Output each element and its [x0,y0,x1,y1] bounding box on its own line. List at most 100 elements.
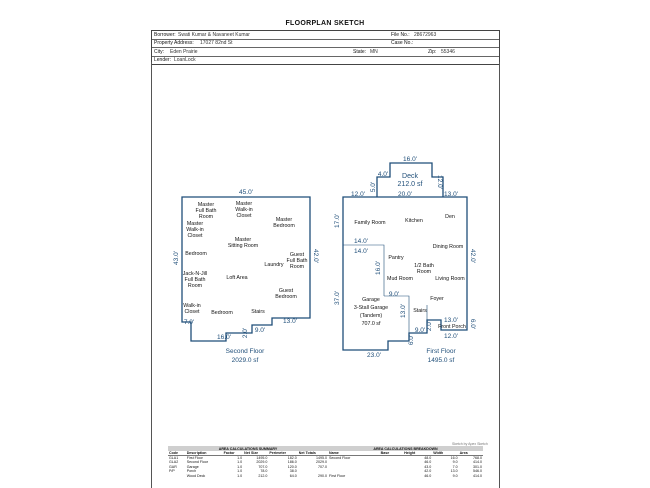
sf-dim-left: 43.0' [173,251,180,265]
first-floor-area: 1495.0 sf [428,357,455,364]
summary-col-net-size: Net Size [243,451,269,456]
sf-dim-top: 45.0' [239,189,253,196]
deck-outline [376,162,444,197]
address-row: Property Address: 17027 82nd St Case No.… [152,40,499,48]
room-garage-2: 3-Stall Garage [354,305,388,311]
first-floor-name: First Floor [426,348,456,355]
room-kitchen: Kitchen [405,218,423,224]
summary-col-net-totals: Net Totals [297,451,328,456]
second-floor-area: 2029.0 sf [232,357,259,364]
first-floor-outline [342,196,468,351]
ff-dim-porch-bottom2: 12.0' [444,333,458,340]
sf-dim-notch: 7.0' [184,319,194,326]
lender-value: LoanLock [174,57,196,63]
room-master-full-bath-1: Master [198,202,214,208]
room-jack-jill-1: Jack-N-Jill [183,271,207,277]
room-pantry: Pantry [388,255,404,261]
room-guest-full-bath-2: Full Bath [287,258,308,264]
deck-label: Deck [402,173,418,180]
ff-dim-left-lower: 37.0' [334,291,341,305]
room-master-walkin-left-3: Closet [187,233,203,239]
summary-col-factor: Factor [222,451,244,456]
room-stairs: Stairs [251,309,265,315]
room-mud: Mud Room [387,276,413,282]
ff-dim-porch-top: 13.0' [444,317,458,324]
room-half-bath-2: Room [417,269,432,275]
sf-dim-right: 42.0' [312,249,319,263]
room-walkin-closet-2: Closet [184,309,200,315]
room-master-full-bath-2: Full Bath [196,208,217,214]
sf-dim-step1: 2.0' [242,328,249,338]
room-laundry: Laundry [264,262,283,268]
summary-col-code: Code [168,451,186,456]
room-bedroom-2: Bedroom [211,310,233,316]
room-guest-full-bath-3: Room [290,264,305,270]
city-row: City: Eden Prairie State: MN Zip: 55346 [152,48,499,57]
room-walkin-closet-1: Walk-in [183,303,201,309]
room-jack-jill-2: Full Bath [185,277,206,283]
property-header: Borrower: Swati Kumar & Navaneet Kumar F… [151,30,500,65]
room-master-sitting-1: Master [235,237,251,243]
room-den: Den [445,214,455,220]
summary-caption: AREA CALCULATIONS SUMMARY [168,446,328,451]
borrower-label: Borrower: [154,31,176,38]
first-floor-inner-walls [343,244,428,341]
room-garage-4: 707.0 sf [362,321,381,327]
breakdown-col-area: Area [458,451,483,456]
sf-dim-step2: 9.0' [255,327,265,334]
room-guest-full-bath-1: Guest [290,252,305,258]
room-dining: Dining Room [433,244,464,250]
room-ff-stairs: Stairs [413,308,427,314]
room-guest-bedroom-2: Bedroom [275,294,297,300]
sf-dim-step3: 13.0' [283,318,297,325]
lender-label: Lender: [154,57,171,63]
room-master-walkin-3: Closet [236,213,252,219]
ff-dim-step-bottom: 14.0' [354,248,368,255]
room-family: Family Room [354,220,386,226]
summary-col-perimeter: Perimeter [268,451,298,456]
address-value: 17027 82nd St [200,40,233,46]
area-summary-table: AREA CALCULATIONS SUMMARY Code Descripti… [168,446,328,478]
zip-label: Zip: [428,48,437,55]
room-master-sitting-2: Sitting Room [228,243,259,249]
second-floor-outline [181,196,311,342]
case-no-label: Case No.: [391,40,414,46]
zip-value: 55346 [441,48,455,55]
borrower-row: Borrower: Swati Kumar & Navaneet Kumar F… [152,31,499,40]
room-half-bath-1: 1/2 Bath [414,263,434,269]
ff-dim-right: 42.0' [469,249,476,263]
room-garage-3: (Tandem) [360,313,383,319]
room-master-walkin-2: Walk-in [235,207,253,213]
ff-dim-inner-vert: 13.0' [400,304,407,318]
state-value: MN [370,48,378,55]
ff-dim-left-upper: 17.0' [334,214,341,228]
borrower-value: Swati Kumar & Navaneet Kumar [178,31,250,38]
deck-dim-top: 16.0' [403,156,417,163]
room-living: Living Room [435,276,465,282]
breakdown-col-height: Height [403,451,433,456]
ff-dim-garage-depth: 9.0' [389,291,399,298]
deck-dim-right-ext: 13.0' [444,191,458,198]
room-porch: Front Porch [438,324,466,330]
room-master-full-bath-3: Room [199,214,214,220]
breakdown-col-base: Base [379,451,404,456]
city-label: City: [154,48,164,55]
room-master-walkin-left-2: Walk-in [186,227,204,233]
room-garage-1: Garage [362,297,380,303]
